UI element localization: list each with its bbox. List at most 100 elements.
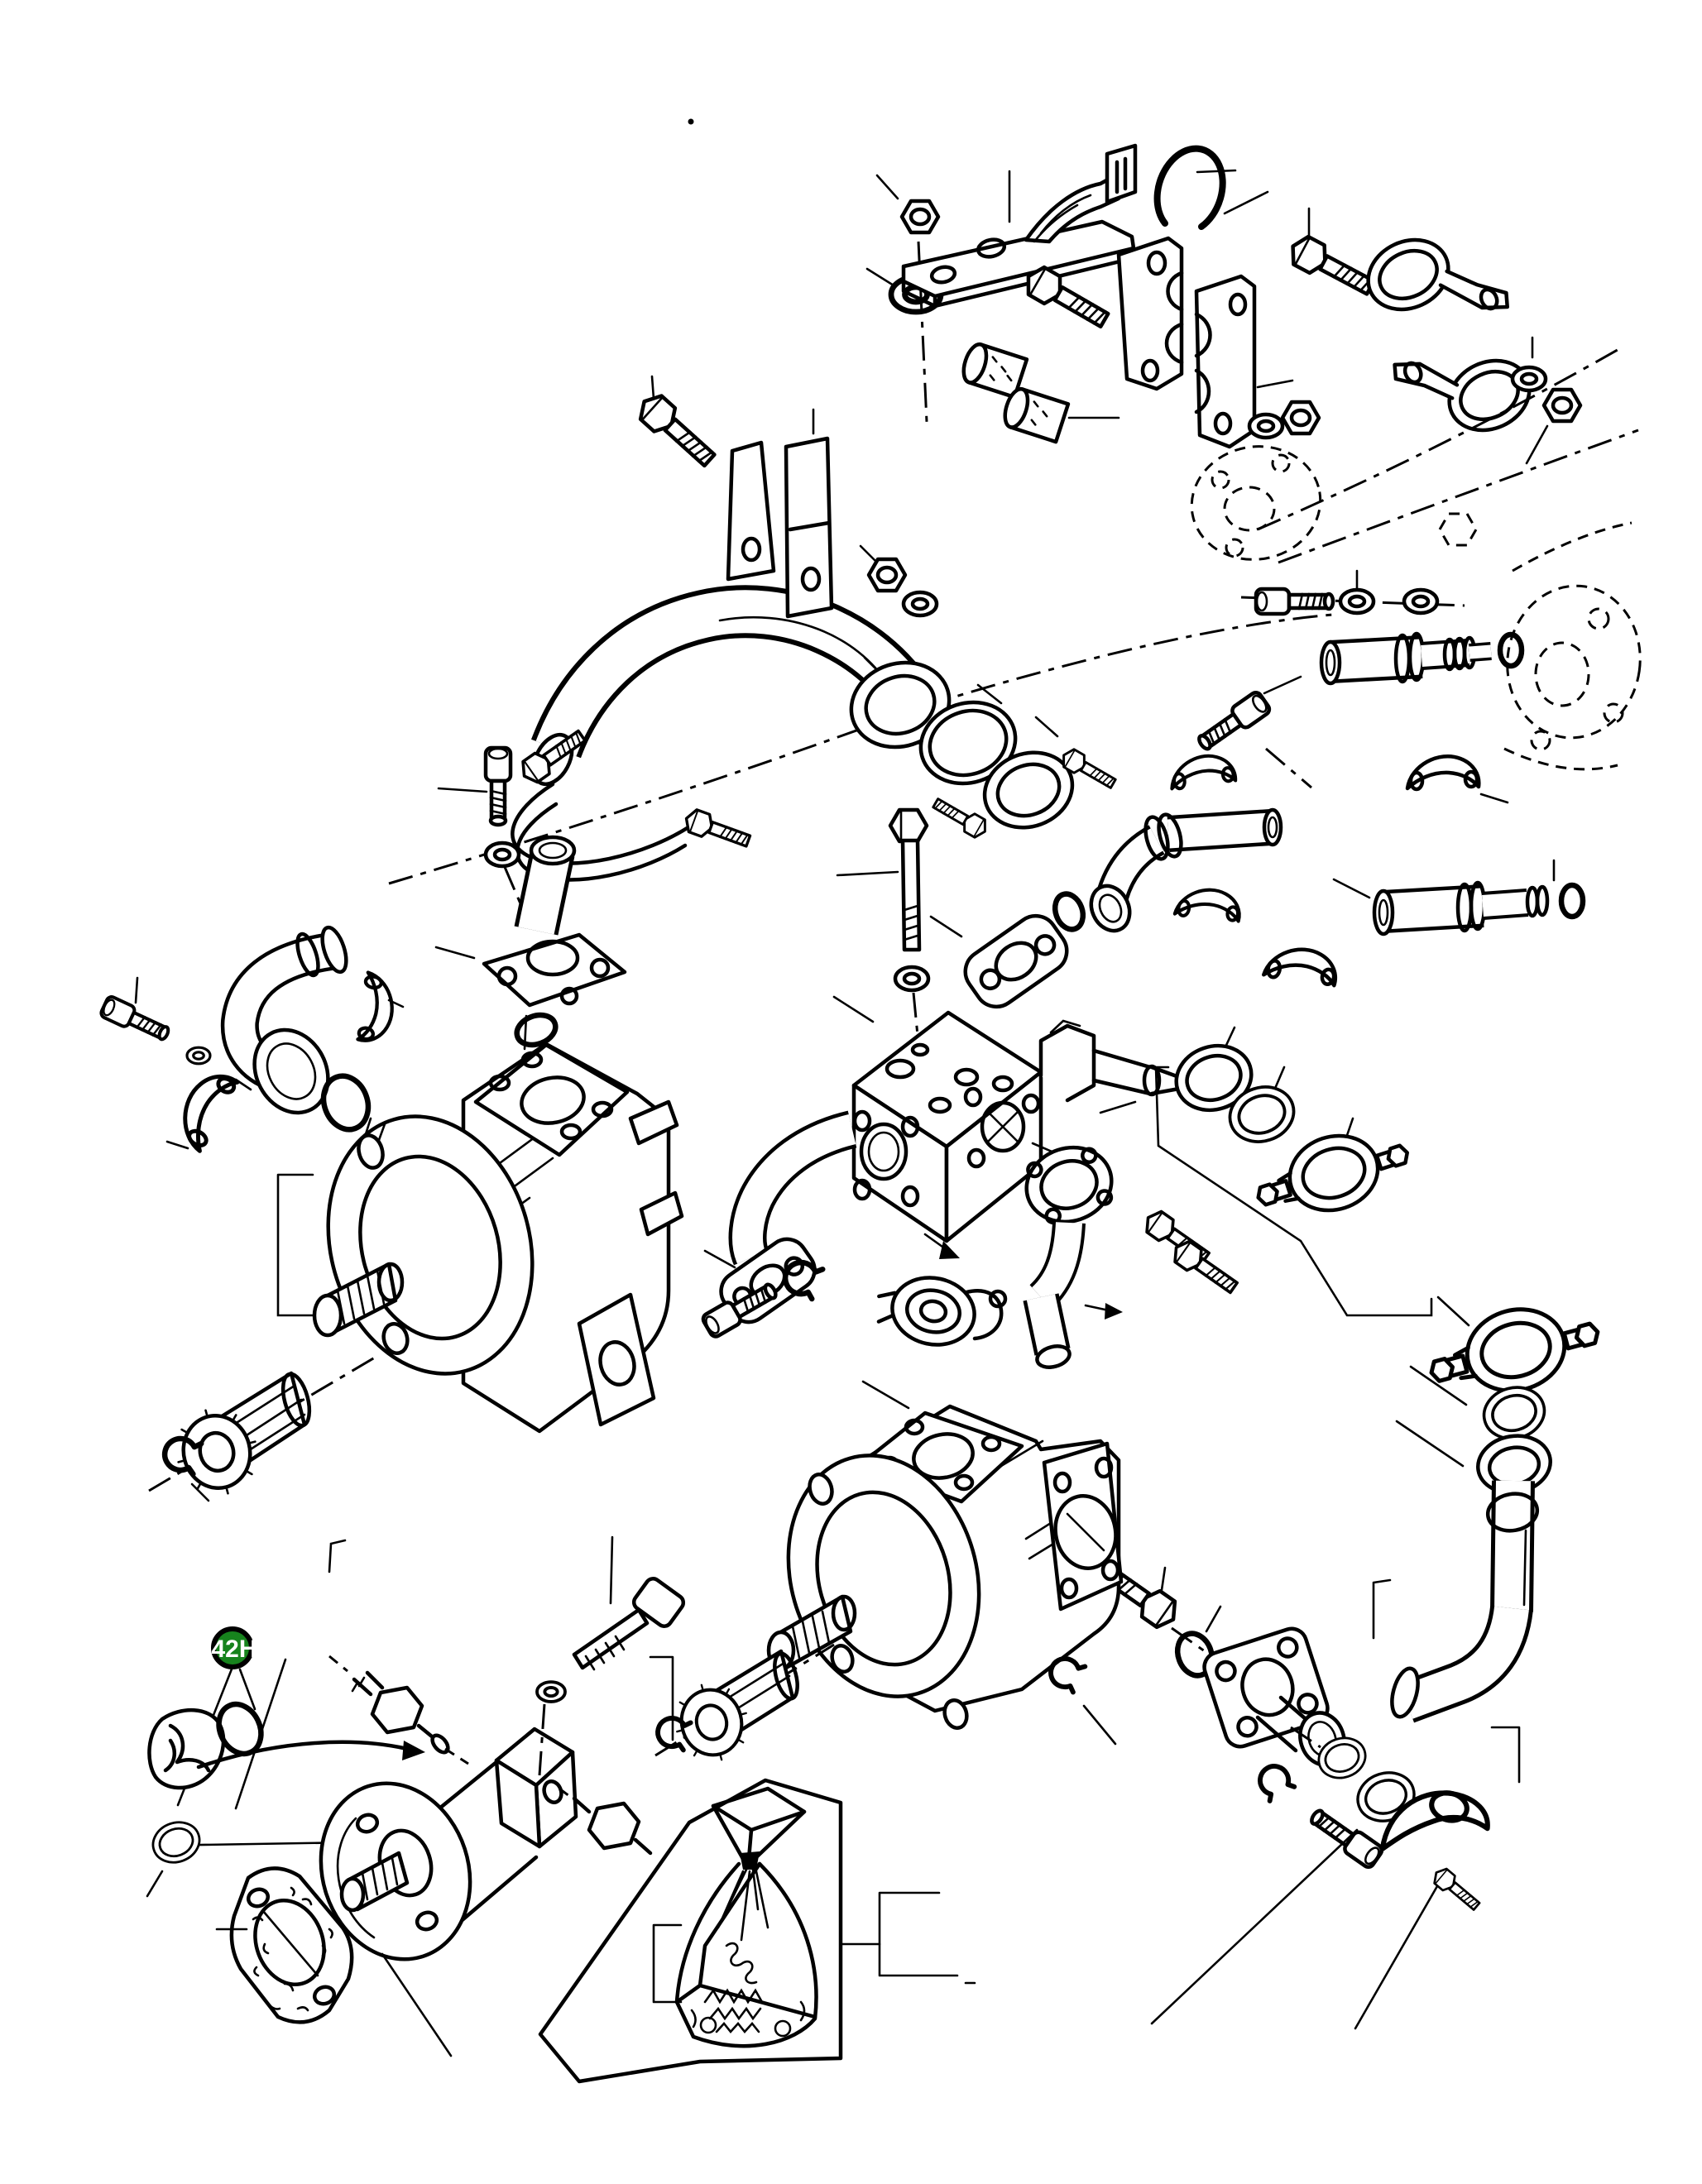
service-parts-bag (538, 1778, 959, 2084)
circlip (1255, 1761, 1295, 1801)
callout-frame (328, 1539, 347, 1573)
mounting-gasket (229, 1866, 354, 2024)
flat-washer (486, 843, 519, 866)
reference-dot (688, 118, 694, 125)
long-socket-bolt (572, 1535, 686, 1671)
callout-frame (878, 1891, 959, 1977)
saddle-clamp (1175, 885, 1243, 923)
o-ring (1558, 882, 1586, 920)
ring-clamp-set (1154, 1026, 1433, 1317)
ghost-flange (1190, 445, 1322, 561)
flow-arrow (1084, 1304, 1110, 1312)
saddle-clamp (169, 1066, 239, 1152)
p-clamp (1393, 358, 1532, 433)
mounting-bracket-assembly (865, 143, 1294, 449)
hex-bolt (634, 390, 720, 472)
callout-frame (652, 1923, 683, 2004)
o-ring (1497, 631, 1525, 669)
flat-washer (895, 967, 928, 990)
worm-clamp (964, 1289, 1008, 1341)
manifold-assembly (701, 807, 1187, 1339)
saddle-clamp (1407, 756, 1479, 789)
callout-frame (649, 1655, 674, 1741)
leader-line (1354, 1885, 1439, 2030)
pump-left (148, 1042, 684, 1504)
o-ring (1174, 1631, 1215, 1679)
lock-washer (535, 1680, 567, 1703)
clamp-block-front (1116, 236, 1184, 391)
bag-boundary (538, 1778, 843, 2084)
gear-coupling (167, 1371, 312, 1503)
upper-hydraulic-tube (1240, 521, 1642, 804)
hose-bell (1089, 884, 1132, 933)
socket-bolt (486, 748, 511, 825)
saddle-clamp (1169, 753, 1236, 789)
callout-frame (1154, 1066, 1433, 1317)
spring-coils (703, 1988, 764, 2034)
badge-leader (238, 1668, 256, 1711)
shaft-centerline (148, 1353, 380, 1492)
hose-clamp-cluster (1190, 207, 1639, 564)
stub-pipe (529, 835, 577, 866)
sheet-bracket (726, 440, 776, 582)
side-flange (577, 1292, 656, 1427)
pump-center (649, 1380, 1124, 1770)
socket-bolt (1256, 589, 1333, 614)
round-flange (1024, 1145, 1114, 1225)
hex-nut (1282, 402, 1319, 433)
adapter-flange-cluster (1092, 1556, 1521, 2030)
gear-pump (319, 1727, 578, 1961)
seal-collar-set (849, 656, 1119, 842)
lower-hydraulic-tube (1263, 859, 1586, 988)
identification-badge: 42H (211, 1626, 257, 1669)
hose-centerline (1257, 346, 1623, 531)
gear-coupling (667, 1649, 799, 1770)
spring (725, 1942, 758, 1985)
socket-bolt (1194, 690, 1271, 754)
flat-washer (1513, 367, 1546, 390)
hose-centerline (1278, 429, 1639, 564)
lock-nut (902, 201, 938, 232)
assembly-arrow (196, 1740, 410, 1770)
shaft-seal (146, 1814, 207, 1870)
left-hose-elbow (99, 925, 405, 1152)
manifold-block (851, 1010, 1043, 1243)
lock-washer (185, 1046, 212, 1066)
flat-washer (904, 592, 937, 615)
drum-coupling (876, 1276, 976, 1347)
bracket-and-bolt-set (634, 375, 937, 619)
collar-bolt (929, 793, 992, 842)
hex-nut (869, 559, 905, 591)
o-ring (320, 1073, 372, 1133)
impeller-coupling (147, 1708, 226, 1790)
gear-pump-assembly: 42H (146, 1535, 686, 2057)
hydraulic-fitting (328, 1655, 469, 1765)
p-clamp (1366, 237, 1509, 312)
parts-bag (674, 1786, 818, 2048)
spacer-bushing (1003, 386, 1071, 444)
splined-shaft (312, 1262, 405, 1338)
saddle-clamp (1263, 943, 1340, 988)
square-flange (482, 932, 627, 1008)
clamp-half (1379, 1790, 1490, 1851)
o-ring (514, 1012, 559, 1048)
tube-flange (963, 913, 1069, 1009)
clamp-bolt (1429, 1864, 1484, 1915)
hydraulic-fitting (559, 1787, 653, 1856)
leader-line (1150, 1828, 1359, 2025)
lock-nut (1544, 390, 1580, 421)
hex-bolt (1167, 1235, 1243, 1300)
callout-frame (1490, 1726, 1521, 1784)
badge-circle (211, 1626, 254, 1669)
ghost-flange (1503, 521, 1642, 771)
o-ring (1052, 891, 1086, 932)
callout-frame (1372, 1578, 1392, 1640)
ghost-nut (1438, 512, 1478, 547)
bolted-collar (982, 750, 1075, 830)
hex-bolt (1286, 232, 1378, 301)
callout-frame (276, 1173, 314, 1317)
flat-washer (1404, 590, 1437, 613)
elbow-pipe-column (1372, 1290, 1607, 1723)
